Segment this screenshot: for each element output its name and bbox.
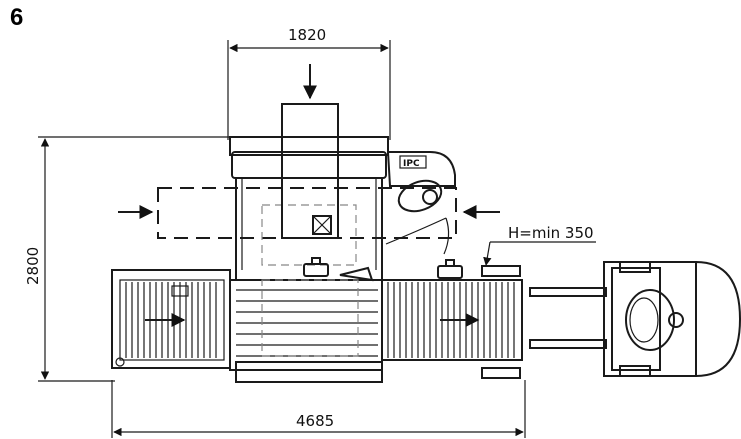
dimension-width-bottom-label: 4685	[296, 412, 334, 430]
forklift	[529, 260, 741, 378]
operator-icon	[397, 179, 443, 213]
baler-body	[229, 136, 389, 280]
dimension-bottom: 4685	[111, 380, 526, 438]
dimension-height-left-label: 2800	[24, 247, 42, 285]
clearance-annotation: H=min 350	[483, 224, 596, 266]
ipc-label: IPC	[403, 159, 420, 169]
dashed-pallet-outline	[157, 187, 457, 239]
control-panel: IPC	[385, 151, 456, 255]
dimension-top: 1820	[227, 26, 391, 140]
conveyor-right	[381, 259, 523, 379]
press-chamber	[229, 257, 383, 383]
clearance-label: H=min 350	[508, 224, 594, 242]
dimension-left: 2800	[24, 136, 230, 382]
driver-icon	[625, 289, 675, 351]
feed-chute	[281, 64, 339, 239]
page-number: 6	[10, 4, 24, 31]
dimension-width-top-label: 1820	[288, 26, 326, 44]
conveyor-left	[111, 269, 231, 369]
